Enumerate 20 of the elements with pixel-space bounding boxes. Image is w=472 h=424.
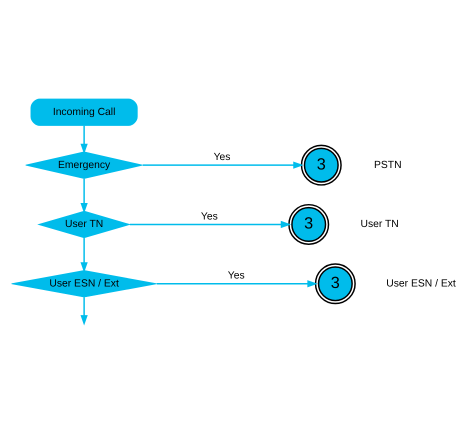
node-diamond: Emergency: [25, 151, 143, 178]
arrow: [142, 161, 304, 168]
node-circle: 3: [300, 144, 342, 186]
arrow: [80, 238, 88, 272]
edge-label: Yes: [200, 210, 218, 222]
edge-label: Yes: [228, 270, 245, 282]
arrow: [80, 125, 88, 154]
node-box: Incoming Call: [30, 98, 138, 126]
edge-label: Yes: [214, 152, 230, 163]
node-label: User TN: [360, 218, 399, 230]
node-diamond: User ESN / Ext: [11, 270, 158, 297]
node-label: PSTN: [374, 159, 402, 170]
node-circle: 3: [314, 262, 356, 304]
node-diamond: User TN: [37, 210, 131, 238]
arrow: [80, 178, 88, 213]
node-label: User ESN / Ext: [386, 278, 456, 289]
node-circle: 3: [288, 203, 330, 244]
arrow: [80, 296, 88, 326]
arrow: [130, 220, 292, 228]
arrow: [156, 280, 318, 287]
